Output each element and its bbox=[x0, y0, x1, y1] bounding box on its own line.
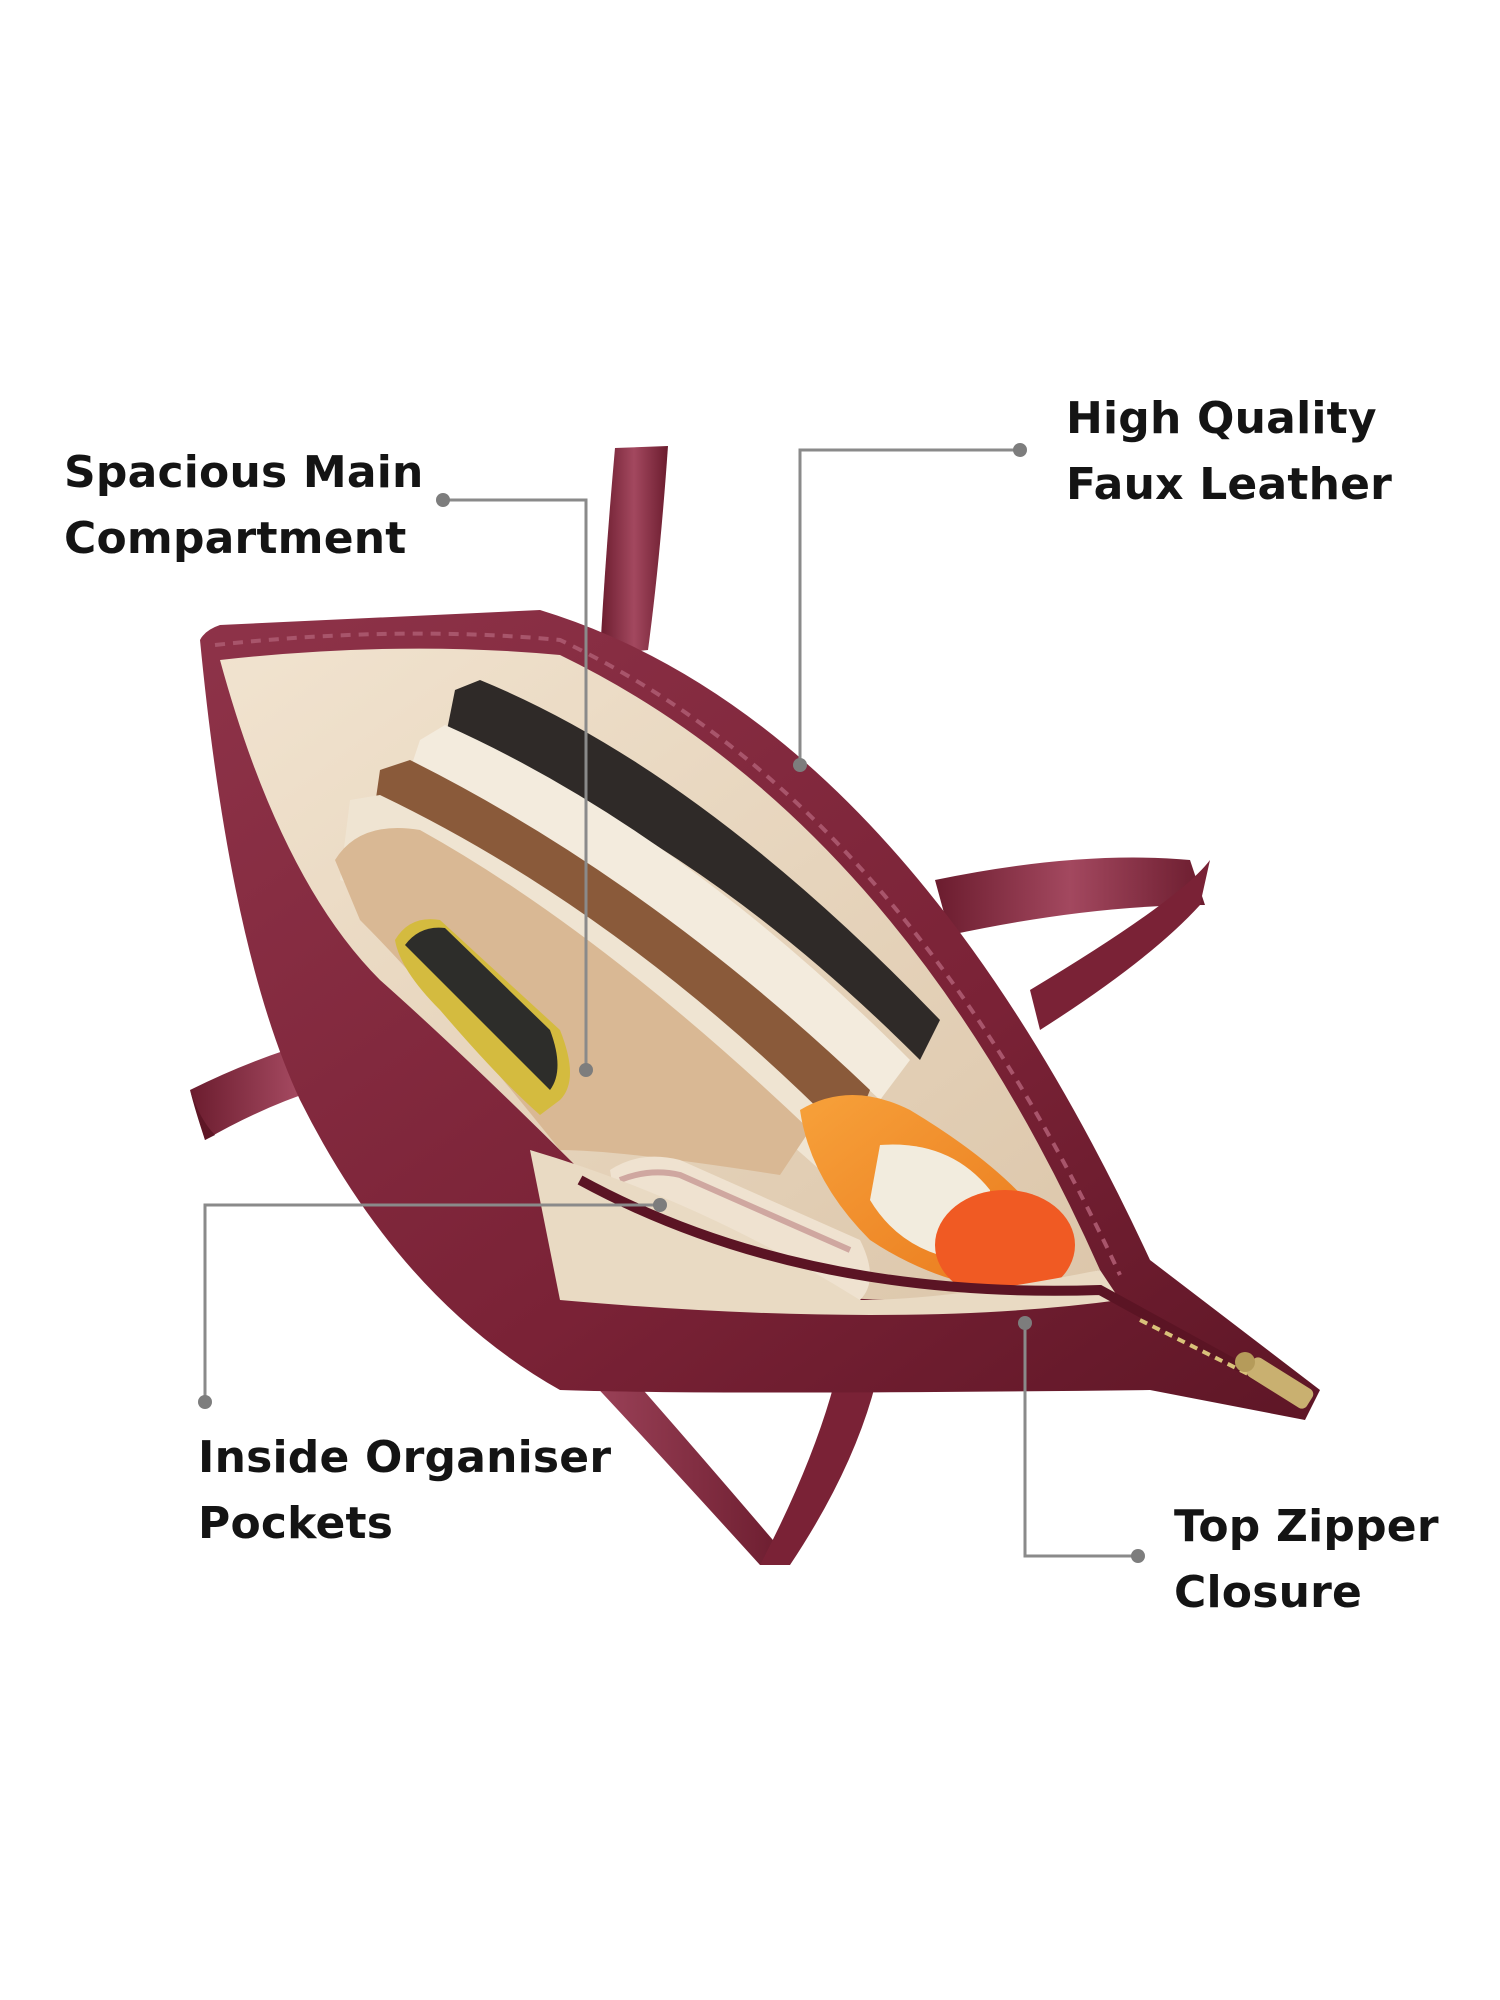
organiser-pocket bbox=[530, 1150, 1120, 1315]
strap-top bbox=[600, 446, 668, 655]
callout-zipper-closure: Top Zipper Closure bbox=[1174, 1494, 1439, 1626]
callout-faux-leather: High Quality Faux Leather bbox=[1066, 386, 1392, 518]
zipper-track bbox=[577, 1175, 1303, 1405]
callout-zipper-closure-line-1: Top Zipper bbox=[1174, 1501, 1439, 1552]
callout-organiser-pockets: Inside Organiser Pockets bbox=[198, 1425, 611, 1557]
callout-organiser-pockets-line-2: Pockets bbox=[198, 1498, 394, 1549]
callout-dots bbox=[198, 443, 1145, 1563]
callout-faux-leather-line-1: High Quality bbox=[1066, 393, 1377, 444]
callout-line-main-compartment bbox=[443, 498, 588, 1070]
callout-line-faux-leather bbox=[798, 448, 1020, 765]
callout-line-zipper-closure bbox=[1023, 1323, 1138, 1558]
bottle-cap bbox=[935, 1190, 1075, 1300]
strap-right-upper bbox=[935, 857, 1205, 935]
callout-lines bbox=[203, 448, 1138, 1558]
callout-main-compartment: Spacious Main Compartment bbox=[64, 440, 424, 572]
notebook-dark bbox=[445, 680, 940, 1060]
callout-main-compartment-line-2: Compartment bbox=[64, 513, 407, 564]
callout-line-organiser-pockets bbox=[203, 1203, 660, 1402]
callout-zipper-closure-line-2: Closure bbox=[1174, 1567, 1363, 1618]
callout-organiser-pockets-line-1: Inside Organiser bbox=[198, 1432, 612, 1483]
zipper-pull bbox=[1246, 1357, 1314, 1409]
callout-main-compartment-line-1: Spacious Main bbox=[64, 447, 424, 498]
callout-faux-leather-line-2: Faux Leather bbox=[1066, 459, 1393, 510]
tan-pouch bbox=[335, 828, 810, 1175]
